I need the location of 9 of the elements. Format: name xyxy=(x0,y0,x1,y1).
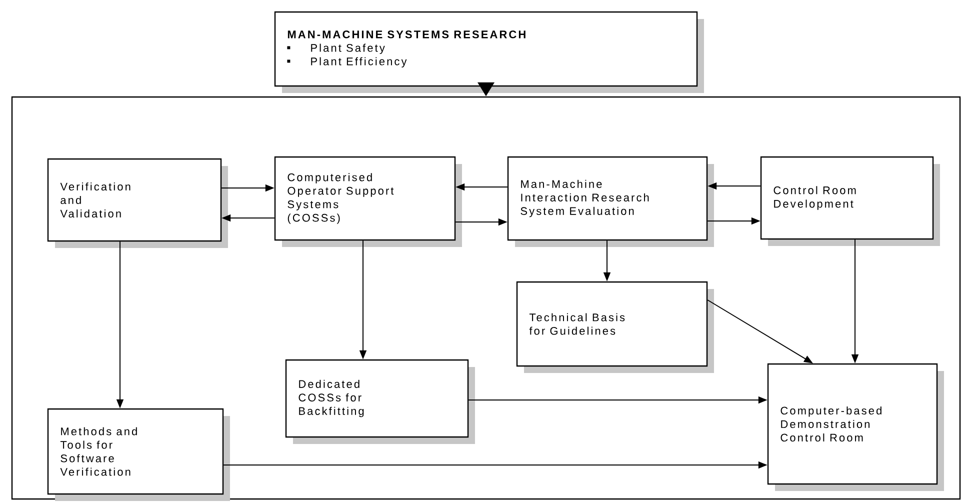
process-box: Dedicated COSSs for Backfitting xyxy=(285,359,475,444)
research-box: MAN-MACHINE SYSTEMS RESEARCH Plant Safety Plant Efficiency xyxy=(274,11,704,93)
process-box: Verification and Validation xyxy=(47,158,228,248)
process-box: Computer-based Demonstration Control Room xyxy=(767,363,944,491)
process-box: Technical Basis for Guidelines xyxy=(516,281,714,373)
process-box: Man-Machine Interaction Research System Evaluation xyxy=(507,156,714,247)
process-box: Computerised Operator Support Systems (COSSs) xyxy=(274,156,462,247)
process-box: Methods and Tools for Software Verification xyxy=(47,408,230,501)
process-box: Control Room Development xyxy=(760,156,940,246)
